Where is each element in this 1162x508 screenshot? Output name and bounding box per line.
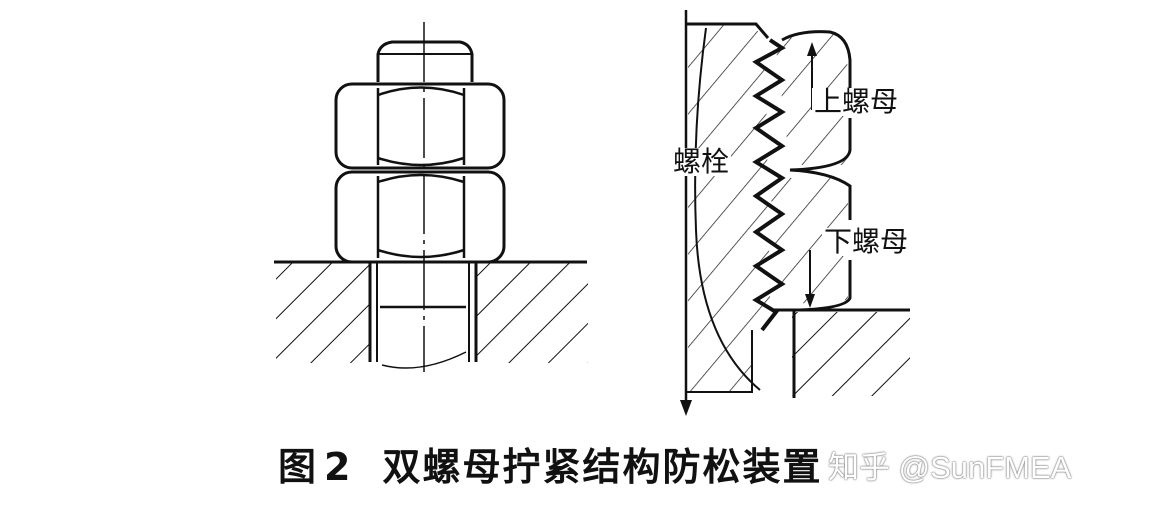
plate-right-hatch <box>476 263 588 363</box>
lower-nut <box>334 170 506 264</box>
watermark: 知乎 @SunFMEA <box>828 450 1072 485</box>
bolt-end <box>376 40 474 82</box>
arrow-down <box>680 400 692 416</box>
lower-nut-label: 下螺母 <box>822 225 911 258</box>
bolt-label: 螺栓 <box>671 145 732 178</box>
left-assembly <box>274 22 588 373</box>
plate-left-hatch <box>276 263 370 363</box>
caption-number: 2 <box>324 445 353 489</box>
right-section <box>680 10 910 416</box>
caption-title: 双螺母拧紧结构防松装置 <box>382 445 823 489</box>
caption-prefix: 图 <box>278 445 319 489</box>
upper-nut-label: 上螺母 <box>812 85 901 118</box>
upper-nut <box>334 82 506 170</box>
